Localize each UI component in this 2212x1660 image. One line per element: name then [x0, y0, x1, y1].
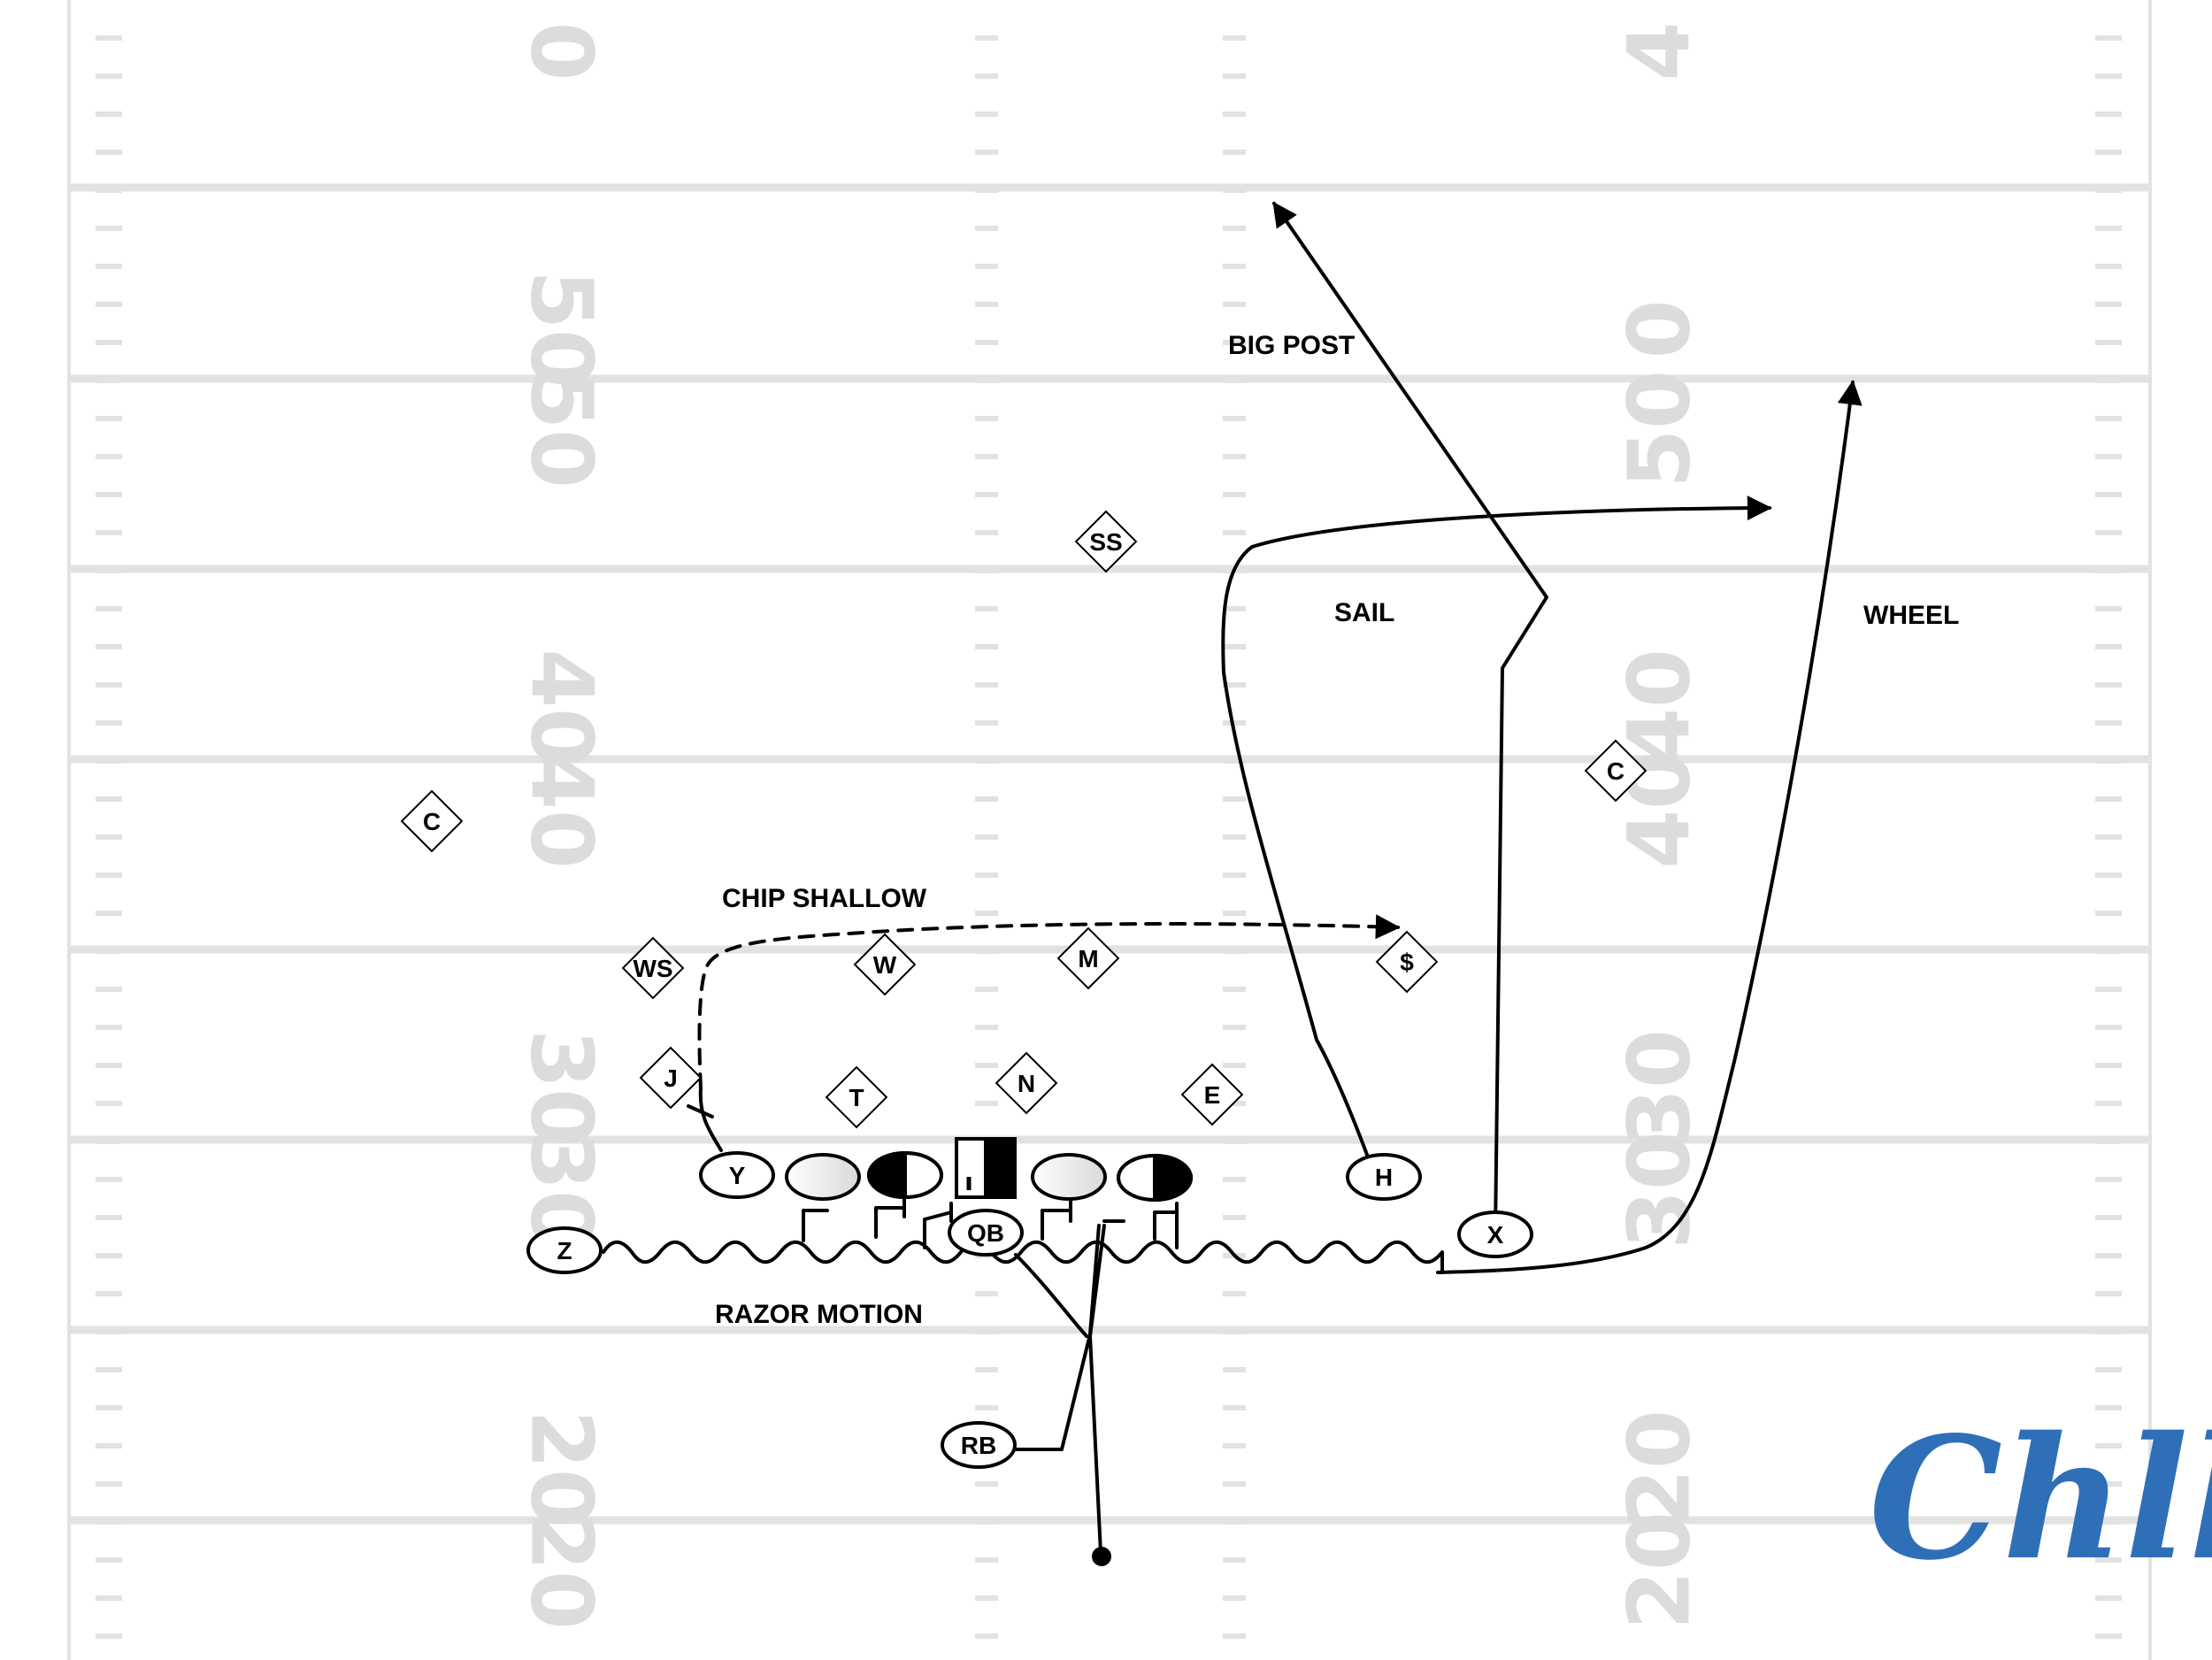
yard-number: 50: [1609, 370, 1709, 488]
yard-lines: [69, 183, 2150, 1525]
player-z-label: Z: [557, 1237, 572, 1264]
defender-ss[interactable]: SS: [1074, 510, 1138, 573]
defense: SS C C WS W M $ J: [400, 510, 1647, 1129]
defender-ss-label: SS: [1089, 528, 1122, 556]
defender-w[interactable]: W: [853, 933, 917, 996]
route-big-post: [1272, 201, 1548, 1236]
block-mark: [923, 1202, 953, 1249]
route-sail: [1221, 496, 1772, 1157]
left-guard[interactable]: [867, 1150, 943, 1200]
label-big-post: BIG POST: [1228, 331, 1355, 360]
hash-marks: [96, 35, 2122, 1639]
yard-number: 30: [512, 1029, 611, 1148]
defender-e-label: E: [1204, 1081, 1221, 1109]
yard-number: 50: [512, 370, 611, 488]
defender-j[interactable]: J: [639, 1046, 703, 1110]
defender-j-label: J: [664, 1064, 678, 1092]
route-chip-shallow: [698, 1087, 723, 1152]
defender-c-left-label: C: [423, 808, 441, 835]
defender-t[interactable]: T: [825, 1065, 888, 1129]
player-x[interactable]: X: [1457, 1210, 1533, 1258]
yard-number: 20: [512, 1511, 611, 1630]
block-mark: [1153, 1202, 1179, 1249]
label-razor-motion: RAZOR MOTION: [715, 1300, 923, 1329]
route-wheel: [1436, 380, 1863, 1274]
yard-number: 20: [512, 1410, 611, 1528]
block-mark: [687, 1104, 714, 1118]
label-wheel: WHEEL: [1863, 601, 1959, 630]
yard-number: 40: [512, 649, 611, 767]
offense-skill: Y Z QB RB H X: [526, 1151, 1533, 1469]
defender-dollar-label: $: [1400, 949, 1414, 976]
route-qb: [1014, 1253, 1088, 1338]
defender-m-label: M: [1078, 945, 1098, 972]
offensive-line: [785, 1137, 1193, 1203]
motion-start-dot: [1092, 1547, 1111, 1566]
player-z[interactable]: Z: [526, 1226, 603, 1274]
player-rb-label: RB: [961, 1432, 996, 1459]
yard-number: 50: [512, 270, 611, 388]
yard-number: 0: [512, 22, 611, 81]
yard-number: 4: [1609, 22, 1709, 81]
defender-w-label: W: [873, 951, 897, 979]
yard-numbers: 0 50 50 40 40 30 30 20 20 4 0 50 40 40 3…: [512, 22, 1709, 1630]
yard-number: 0: [1609, 300, 1709, 359]
defender-c-left[interactable]: C: [400, 789, 464, 853]
player-qb-label: QB: [967, 1219, 1004, 1247]
chalk-logo: Chlk: [1869, 1400, 2212, 1597]
right-tackle[interactable]: [1117, 1153, 1193, 1203]
chalk-logo-text: Chlk: [1869, 1400, 2212, 1597]
center[interactable]: [955, 1137, 1017, 1199]
defender-t-label: T: [849, 1084, 864, 1111]
player-h[interactable]: H: [1346, 1153, 1422, 1201]
route-fullback-line: [1088, 1224, 1106, 1555]
defender-n[interactable]: N: [995, 1051, 1058, 1115]
block-mark: [874, 1197, 906, 1239]
sidelines: [67, 0, 2152, 1660]
player-x-label: X: [1487, 1221, 1504, 1249]
yard-number: 30: [1609, 1131, 1709, 1249]
yard-number: 40: [1609, 649, 1709, 767]
yard-number: 40: [512, 750, 611, 869]
player-h-label: H: [1375, 1164, 1393, 1191]
player-qb[interactable]: QB: [948, 1209, 1024, 1257]
defender-n-label: N: [1018, 1070, 1035, 1097]
block-mark: [1041, 1197, 1072, 1241]
defender-c-right-label: C: [1607, 757, 1624, 785]
route-rb: [1014, 1224, 1101, 1451]
right-guard[interactable]: [1031, 1153, 1107, 1201]
left-tackle[interactable]: [785, 1153, 861, 1201]
yard-number: 20: [1609, 1511, 1709, 1630]
route-labels: BIG POST SAIL WHEEL CHIP SHALLOW RAZOR M…: [715, 331, 1959, 1329]
defender-ws[interactable]: WS: [621, 936, 685, 1000]
defender-dollar[interactable]: $: [1375, 930, 1439, 994]
yard-number: 20: [1609, 1410, 1709, 1528]
defender-ws-label: WS: [633, 955, 672, 982]
defender-m[interactable]: M: [1056, 926, 1120, 990]
yard-number: 30: [1609, 1029, 1709, 1148]
defender-c-right[interactable]: C: [1584, 739, 1647, 803]
label-sail: SAIL: [1334, 598, 1394, 627]
block-mark: [802, 1209, 829, 1242]
route-chip-shallow-dashed: [697, 914, 1401, 1090]
player-y-label: Y: [729, 1162, 746, 1189]
defender-e[interactable]: E: [1180, 1063, 1244, 1126]
player-rb[interactable]: RB: [941, 1421, 1017, 1469]
route-razor-motion: [602, 1240, 1444, 1274]
label-chip-shallow: CHIP SHALLOW: [722, 884, 927, 913]
player-y[interactable]: Y: [699, 1151, 775, 1199]
